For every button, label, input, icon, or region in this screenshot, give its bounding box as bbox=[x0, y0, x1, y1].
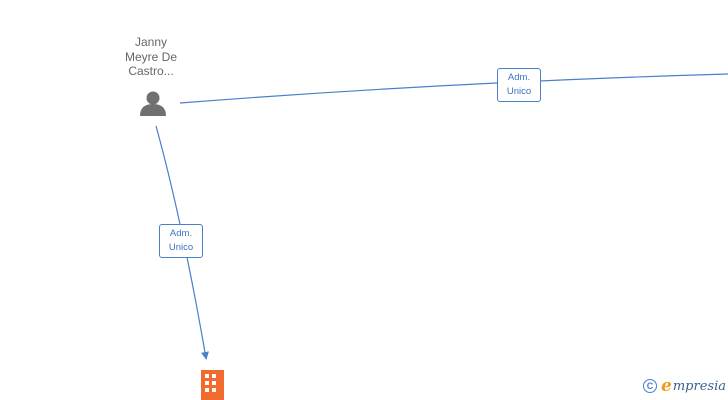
edge-label-line: Adm. bbox=[507, 72, 531, 83]
edge-label-line: Unico bbox=[168, 242, 194, 253]
copyright-icon: C bbox=[643, 379, 658, 393]
brand-watermark: C e mpresia bbox=[643, 376, 726, 396]
person-icon[interactable] bbox=[140, 91, 166, 117]
brand-name: mpresia bbox=[672, 378, 726, 394]
edge-label-adm-unico-left[interactable]: Adm. Unico bbox=[159, 224, 203, 258]
edge-label-line: Unico bbox=[506, 86, 532, 97]
edge-label-adm-unico-top[interactable]: Adm. Unico bbox=[497, 68, 541, 102]
edge-person-to-right bbox=[179, 73, 728, 104]
person-name-line: Janny bbox=[134, 35, 168, 49]
person-name-line: Meyre De bbox=[124, 49, 177, 64]
edge-label-line: Adm. bbox=[169, 228, 193, 239]
person-name-line: Castro... bbox=[128, 64, 174, 78]
person-name-label: Janny Meyre De Castro... bbox=[100, 35, 202, 79]
building-icon[interactable] bbox=[201, 370, 224, 400]
brand-e-letter: e bbox=[661, 376, 672, 396]
